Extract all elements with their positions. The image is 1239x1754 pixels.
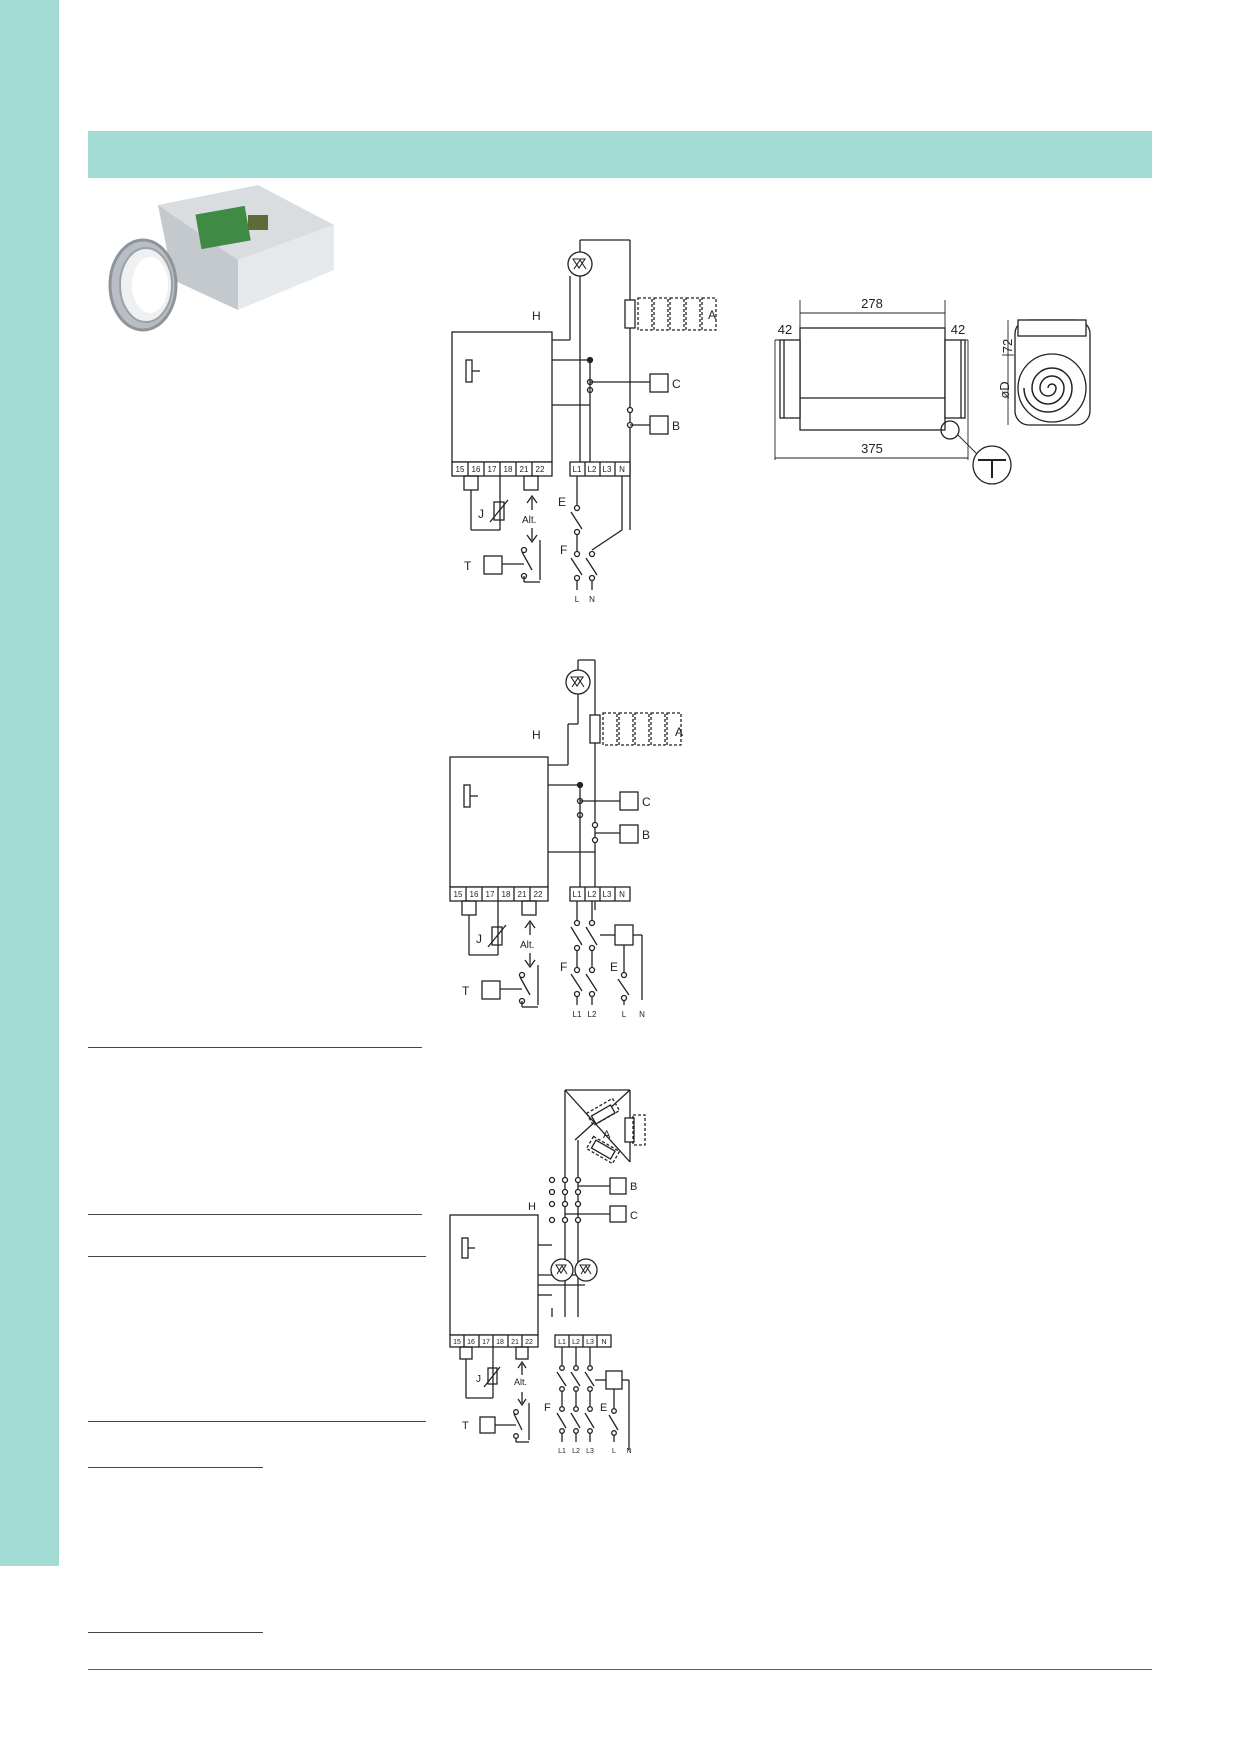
svg-text:21: 21: [511, 1339, 519, 1346]
svg-text:T: T: [462, 984, 470, 998]
svg-text:17: 17: [482, 1339, 490, 1346]
svg-text:17: 17: [488, 465, 497, 474]
svg-text:J: J: [476, 1374, 481, 1385]
header-band: [88, 131, 1152, 178]
svg-text:E: E: [600, 1402, 607, 1414]
svg-text:L2: L2: [588, 1010, 597, 1019]
svg-text:L1: L1: [573, 1010, 582, 1019]
rule-5: [88, 1467, 263, 1468]
svg-text:L: L: [575, 595, 580, 604]
svg-text:A: A: [675, 725, 683, 739]
label-t: T: [464, 559, 472, 573]
svg-text:18: 18: [496, 1339, 504, 1346]
svg-text:Alt.: Alt.: [520, 940, 534, 951]
product-photo: [88, 185, 334, 355]
wiring-diagram-1: A H C B 15 16 17 18 21 22 L1 L2 L3 N J A…: [451, 239, 717, 604]
svg-text:L2: L2: [588, 890, 597, 899]
svg-text:B: B: [642, 828, 650, 842]
dim-278: 278: [861, 296, 883, 311]
svg-text:N: N: [601, 1339, 606, 1346]
svg-text:L2: L2: [572, 1448, 580, 1455]
svg-text:L: L: [622, 1010, 627, 1019]
svg-text:L3: L3: [586, 1448, 594, 1455]
svg-text:J: J: [476, 932, 482, 946]
svg-text:17: 17: [486, 890, 495, 899]
svg-text:L2: L2: [588, 465, 597, 474]
svg-text:15: 15: [453, 1339, 461, 1346]
svg-text:T: T: [462, 1420, 469, 1432]
svg-text:N: N: [626, 1448, 631, 1455]
svg-text:21: 21: [518, 890, 527, 899]
dim-375: 375: [861, 441, 883, 456]
label-h: H: [532, 309, 541, 323]
svg-text:N: N: [639, 1010, 645, 1019]
svg-text:E: E: [610, 960, 618, 974]
label-j: J: [478, 507, 484, 521]
svg-text:F: F: [544, 1402, 551, 1414]
svg-text:F: F: [560, 960, 567, 974]
svg-text:16: 16: [472, 465, 481, 474]
svg-text:L1: L1: [573, 890, 582, 899]
label-c: C: [672, 377, 681, 391]
rule-1: [88, 1047, 422, 1048]
svg-text:21: 21: [520, 465, 529, 474]
left-accent-bar: [0, 0, 59, 1566]
svg-text:15: 15: [454, 890, 463, 899]
wiring-diagram-2: A H C B 15 16 17 18 21 22 L1 L2 L3 N J A…: [449, 659, 683, 1019]
rule-3: [88, 1256, 426, 1257]
svg-text:L1: L1: [558, 1448, 566, 1455]
svg-text:15: 15: [456, 465, 465, 474]
svg-text:N: N: [619, 465, 625, 474]
svg-text:L1: L1: [558, 1339, 566, 1346]
svg-text:22: 22: [536, 465, 545, 474]
svg-text:Alt.: Alt.: [514, 1377, 527, 1387]
dim-diameter: øD: [997, 381, 1012, 398]
dim-42-right: 42: [951, 322, 965, 337]
svg-text:L3: L3: [586, 1339, 594, 1346]
dim-72: 72: [1000, 339, 1015, 353]
svg-text:16: 16: [467, 1339, 475, 1346]
rule-6: [88, 1632, 263, 1633]
footer-line: [88, 1669, 1152, 1670]
svg-text:L3: L3: [603, 465, 612, 474]
svg-text:18: 18: [504, 465, 513, 474]
rule-2: [88, 1214, 422, 1215]
svg-text:B: B: [630, 1181, 637, 1193]
svg-text:L3: L3: [603, 890, 612, 899]
svg-text:C: C: [630, 1210, 638, 1222]
svg-text:L1: L1: [573, 465, 582, 474]
rule-4: [88, 1421, 426, 1422]
label-f: F: [560, 543, 567, 557]
wiring-diagram-3: A H B C 15 16 17 18 21 22 L1 L2 L3 N J A…: [449, 1089, 646, 1455]
svg-text:22: 22: [534, 890, 543, 899]
svg-text:A: A: [603, 1129, 611, 1141]
dim-42-left: 42: [778, 322, 792, 337]
svg-text:N: N: [619, 890, 625, 899]
svg-text:18: 18: [502, 890, 511, 899]
label-e: E: [558, 495, 566, 509]
svg-text:C: C: [642, 795, 651, 809]
dimension-drawing: 278 42 42 375 72 øD: [774, 296, 1091, 485]
svg-text:H: H: [532, 728, 541, 742]
label-alt: Alt.: [522, 515, 536, 526]
label-a: A: [708, 308, 716, 322]
svg-text:L2: L2: [572, 1339, 580, 1346]
svg-text:L: L: [612, 1448, 616, 1455]
svg-text:22: 22: [525, 1339, 533, 1346]
label-b: B: [672, 419, 680, 433]
svg-text:H: H: [528, 1201, 536, 1213]
svg-text:N: N: [589, 595, 595, 604]
svg-text:16: 16: [470, 890, 479, 899]
